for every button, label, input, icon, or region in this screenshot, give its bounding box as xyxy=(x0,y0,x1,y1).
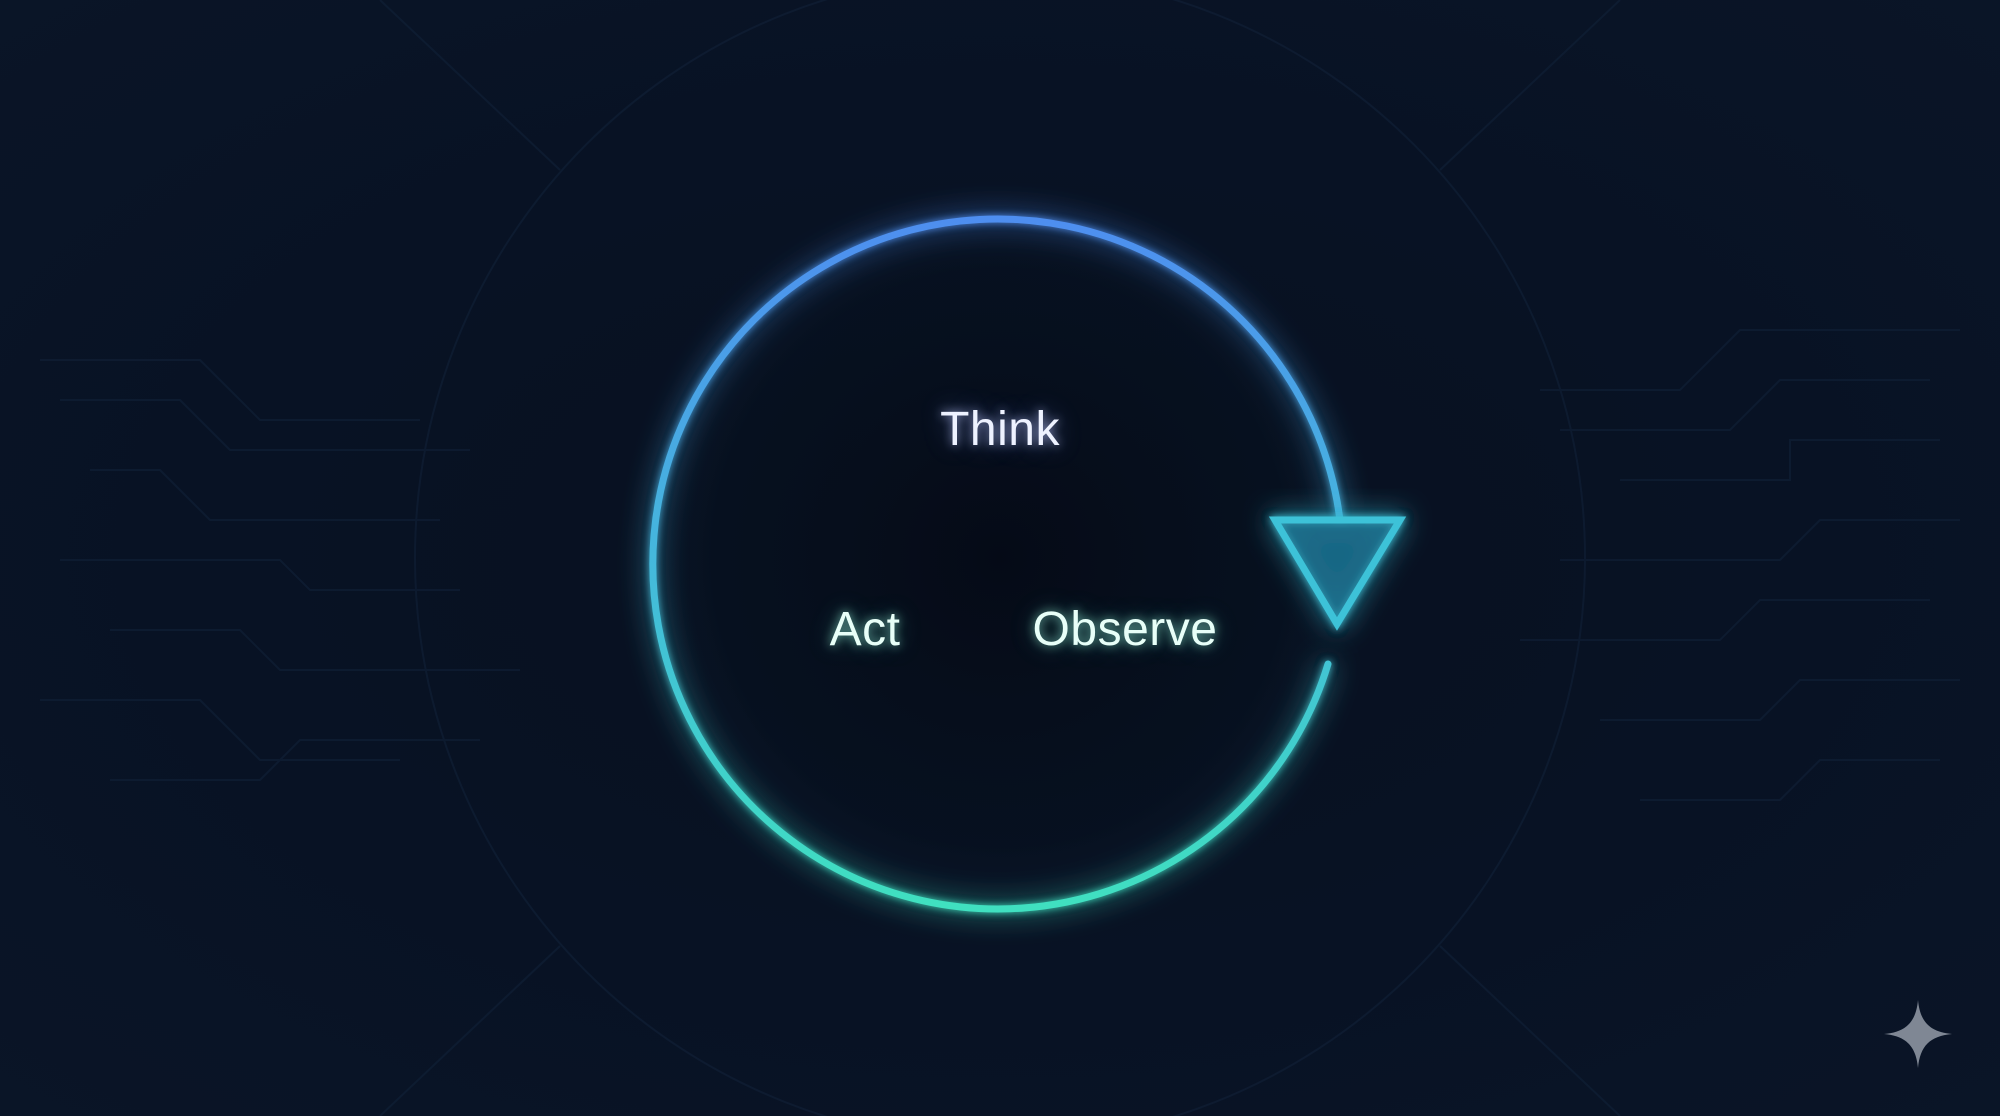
cycle-ring xyxy=(649,215,1344,913)
ring-inner-shade xyxy=(655,213,1345,903)
cycle-arrowhead xyxy=(1268,516,1407,631)
node-act-label: Act xyxy=(829,603,901,656)
sparkle-icon xyxy=(1884,1000,1952,1068)
node-observe-label: Observe xyxy=(1032,603,1218,656)
node-think-label: Think xyxy=(940,403,1060,456)
outer-faint-ring xyxy=(414,0,1586,1116)
